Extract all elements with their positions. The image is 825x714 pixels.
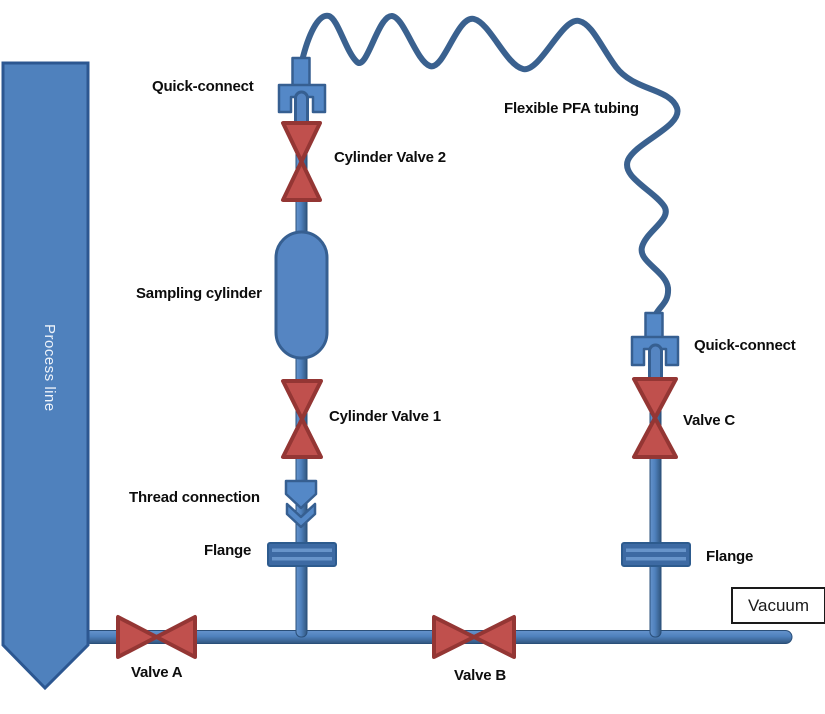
flange-left-label: Flange <box>204 542 252 559</box>
cylinder-valve-2-label: Cylinder Valve 2 <box>334 149 446 166</box>
valve-b-label: Valve B <box>454 667 506 684</box>
quick-connect-left-label: Quick-connect <box>152 78 254 95</box>
flange-right-icon <box>621 542 691 567</box>
quick-connect-left-icon <box>277 56 327 130</box>
process-line-arrow <box>1 61 90 691</box>
valve-b-icon <box>432 615 516 659</box>
sampling-cylinder-label: Sampling cylinder <box>136 285 262 302</box>
flange-right-label: Flange <box>706 548 754 565</box>
valve-a-icon <box>116 615 197 659</box>
vacuum-box: Vacuum <box>731 587 825 624</box>
flexible-pfa-tubing-label: Flexible PFA tubing <box>504 100 639 117</box>
sampling-cylinder-icon <box>274 230 329 360</box>
thread-connection-icon <box>284 479 318 529</box>
vacuum-label: Vacuum <box>747 595 810 615</box>
thread-connection-label: Thread connection <box>129 489 260 506</box>
quick-connect-right-icon <box>630 311 680 385</box>
flange-left-icon <box>267 542 337 567</box>
cylinder-valve-1-label: Cylinder Valve 1 <box>329 408 441 425</box>
valve-a-label: Valve A <box>131 664 183 681</box>
quick-connect-right-label: Quick-connect <box>694 337 796 354</box>
flexible-pfa-tubing-icon <box>299 12 681 317</box>
valve-c-icon <box>632 377 678 459</box>
cylinder-valve-1-icon <box>281 379 323 459</box>
valve-c-label: Valve C <box>683 412 735 429</box>
process-line-label: Process line <box>41 324 58 412</box>
cylinder-valve-2-icon <box>281 121 322 202</box>
